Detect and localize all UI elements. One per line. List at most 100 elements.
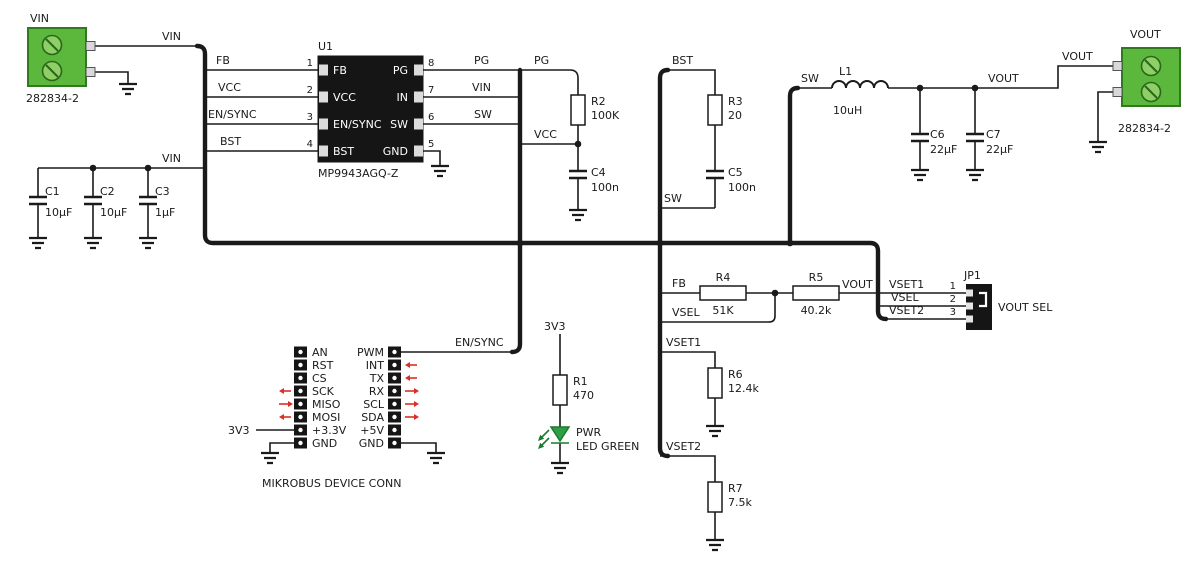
vin-terminal-pin2 — [85, 67, 96, 77]
net-label-fb: FB — [672, 277, 686, 290]
net-label-vout: VOUT — [1062, 50, 1093, 63]
scl-arrowhead-icon — [414, 401, 419, 407]
ground-icon — [425, 451, 447, 465]
resistor-r3: R3 20 — [707, 94, 743, 126]
power-led: PWR LED GREEN — [538, 426, 639, 453]
chip-pin-name-in: IN — [397, 91, 408, 104]
res-ref: R6 — [728, 368, 743, 381]
wire-vsel — [660, 293, 776, 323]
net-label-vout: VOUT — [988, 72, 1019, 85]
net-label-vsel: VSEL — [672, 306, 700, 319]
led-emission-arrowhead-icon — [538, 434, 545, 441]
jumper-jp1: JP1 1 2 3 VOUT SEL — [950, 269, 1053, 330]
mikrobus-connector: AN RST CS SCK MISO MOSI +3.3V GND PWM IN… — [262, 346, 419, 490]
cap-ref: C1 — [45, 185, 60, 198]
header-hole — [392, 375, 397, 381]
res-value: 51K — [712, 304, 734, 317]
miso-arrowhead-icon — [288, 401, 293, 407]
mikrobus-right-header — [388, 346, 401, 449]
bus-column-mid — [509, 67, 523, 355]
resistor-icon — [792, 285, 840, 301]
header-hole — [298, 427, 303, 433]
led-type: LED GREEN — [576, 440, 639, 453]
net-label-fb: FB — [216, 54, 230, 67]
header-hole — [298, 349, 303, 355]
chip-pad — [414, 145, 423, 157]
mikrobus-pin-gnd-left: GND — [312, 437, 337, 450]
capacitor-icon — [911, 132, 929, 143]
res-ref: R7 — [728, 482, 743, 495]
ground-icon — [909, 168, 931, 182]
junction-dots — [89, 84, 979, 297]
mikrobus-pin-miso: MISO — [312, 398, 341, 411]
net-label-vset2: VSET2 — [666, 440, 701, 453]
net-label-ensync: EN/SYNC — [208, 108, 257, 121]
header-hole — [298, 414, 303, 420]
net-label-vin: VIN — [162, 30, 181, 43]
chip-pin-name-ensync: EN/SYNC — [333, 118, 382, 131]
inductor-l1: L1 10uH — [831, 65, 889, 117]
header-hole — [298, 388, 303, 394]
screw-slot-icon — [45, 64, 59, 78]
capacitor-icon — [84, 195, 102, 206]
net-label-vin: VIN — [162, 152, 181, 165]
resistor-icon — [707, 94, 723, 126]
chip-pin-name-vcc: VCC — [333, 91, 356, 104]
ground-icon — [259, 451, 281, 465]
cap-ref: C6 — [930, 128, 945, 141]
inductor-value: 10uH — [833, 104, 862, 117]
cap-value: 22µF — [986, 143, 1013, 156]
ground-icon — [429, 164, 451, 178]
int-arrowhead-icon — [405, 362, 410, 368]
led-emission-arrowhead-icon — [538, 442, 545, 449]
chip-pin-name-fb: FB — [333, 64, 347, 77]
net-label-sw: SW — [801, 72, 819, 85]
vin-terminal-block: VIN 282834-2 — [26, 12, 96, 105]
net-label-vset2: VSET2 — [889, 304, 924, 317]
pin-number-1: 1 — [307, 58, 313, 69]
mikrobus-pin-gnd-right: GND — [359, 437, 384, 450]
jumper-function-label: VOUT SEL — [998, 301, 1053, 314]
header-hole — [392, 414, 397, 420]
resistor-r2: R2 100K — [570, 94, 620, 126]
capacitor-c4: C4 100n — [569, 125, 619, 210]
bus-sw-riser — [787, 85, 801, 246]
resistor-icon — [552, 374, 568, 406]
screw-slot-icon — [1144, 85, 1158, 99]
ground-icon — [117, 82, 139, 96]
ground-icon — [704, 538, 726, 552]
cap-value: 1µF — [155, 206, 175, 219]
cap-ref: C5 — [728, 166, 743, 179]
pin-number-2: 2 — [307, 85, 313, 96]
res-ref: R3 — [728, 95, 743, 108]
vin-terminal-title: VIN — [30, 12, 49, 25]
net-labels: VIN VIN VIN FB FB VCC VCC EN/SYNC EN/SYN… — [162, 30, 1093, 453]
net-label-bst: BST — [220, 135, 241, 148]
bus-column-right — [657, 67, 671, 459]
net-label-ensync: EN/SYNC — [455, 336, 504, 349]
resistor-r4: R4 51K — [699, 271, 747, 317]
resistor-icon — [707, 481, 723, 513]
vin-terminal-pin1 — [85, 41, 96, 51]
tx-arrowhead-icon — [405, 375, 410, 381]
led-icon — [549, 426, 571, 443]
bus-lines — [194, 43, 889, 459]
vout-terminal-pin1 — [1112, 61, 1123, 71]
mikrobus-left-header — [294, 346, 307, 449]
resistor-icon — [570, 94, 586, 126]
wire-vset1-r6 — [660, 351, 716, 368]
capacitor-icon — [139, 195, 157, 206]
resistor-icon — [707, 367, 723, 399]
mikrobus-signal-arrows — [279, 362, 419, 420]
pin-number-4: 4 — [307, 139, 313, 150]
capacitor-c5: C5 100n — [706, 125, 756, 208]
pin-number-7: 7 — [428, 85, 434, 96]
res-value: 7.5k — [728, 496, 752, 509]
res-ref: R2 — [591, 95, 606, 108]
mikrobus-pin-rx: RX — [369, 385, 385, 398]
chip-pad — [319, 64, 328, 76]
capacitor-c1: C1 10µF — [29, 168, 72, 238]
vout-terminal-pin2 — [1112, 87, 1123, 97]
res-value: 40.2k — [801, 304, 832, 317]
chip-pad — [414, 64, 423, 76]
